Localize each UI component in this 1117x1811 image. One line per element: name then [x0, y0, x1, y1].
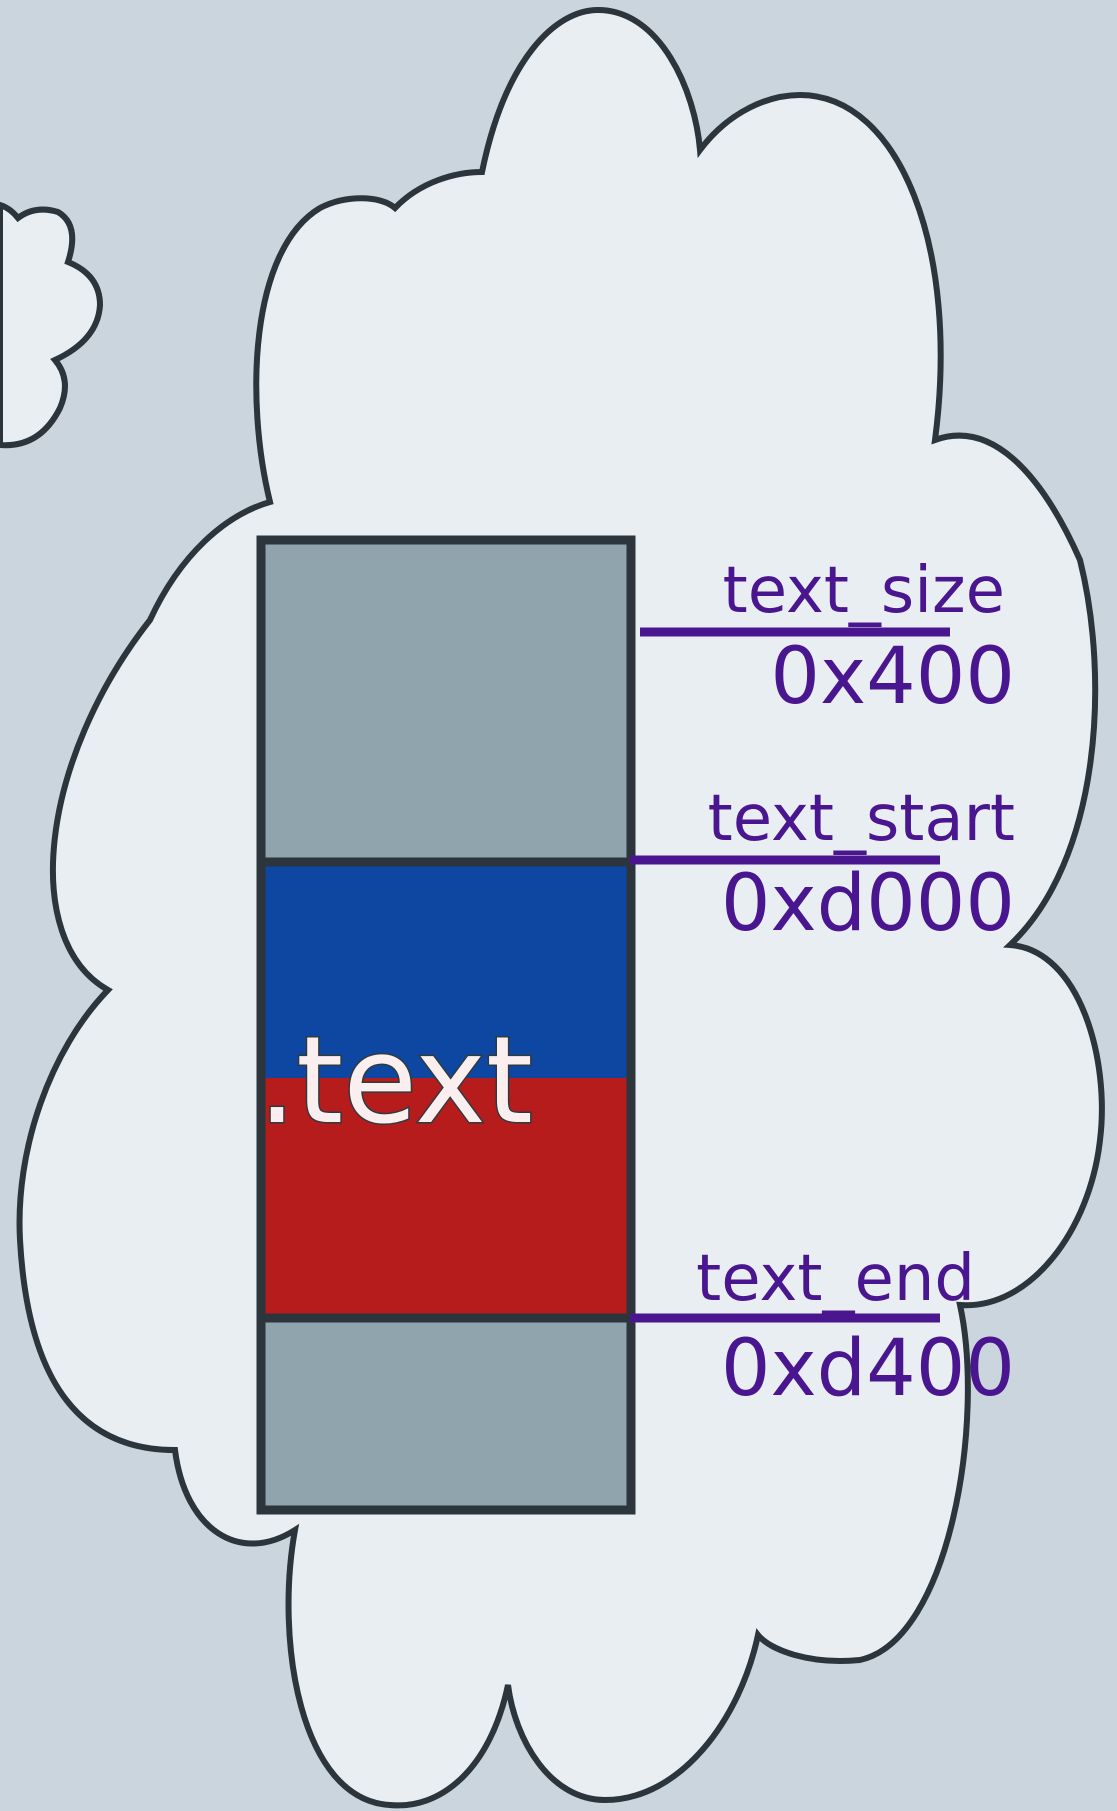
gray-block-top	[256, 535, 636, 870]
text-end-label: text_end	[696, 1242, 975, 1316]
gray-block-bottom	[256, 1313, 636, 1515]
small-cloud	[0, 201, 104, 449]
text-start-value: 0xd000	[721, 859, 1015, 949]
text-size-label: text_size	[723, 554, 1005, 628]
text-size-value: 0x400	[770, 632, 1015, 722]
text-start-label: text_start	[708, 782, 1015, 856]
text-end-value: 0xd400	[721, 1324, 1015, 1414]
text-section-outline	[256, 857, 636, 1323]
blue-block	[263, 862, 629, 1080]
red-block	[263, 1078, 629, 1314]
section-label: .text	[258, 1012, 533, 1151]
